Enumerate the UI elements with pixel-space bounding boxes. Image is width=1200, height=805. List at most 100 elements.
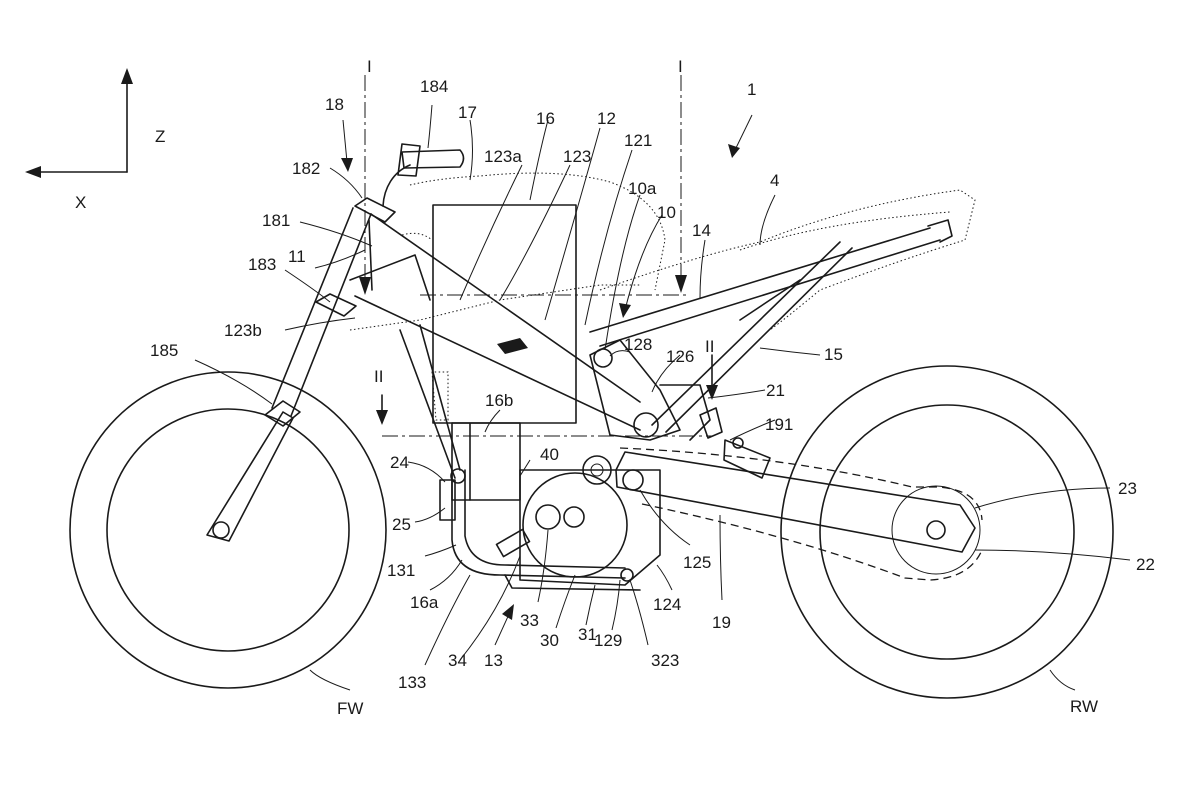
- leader-25: [414, 507, 446, 523]
- down-tube-rear: [419, 324, 461, 471]
- pivot-bolt-upper: [593, 348, 613, 368]
- ref-label-131: 131: [387, 561, 415, 580]
- ref-label-126: 126: [666, 347, 694, 366]
- side-cover-slot: [431, 371, 449, 421]
- ref-label-182: 182: [292, 159, 320, 178]
- seat-4: [599, 189, 976, 331]
- ref-label-123: 123: [563, 147, 591, 166]
- leader-123: [499, 164, 571, 301]
- main-pipe-upper-12: [370, 213, 641, 403]
- rear-sprocket-22: [891, 485, 981, 575]
- ref-label-12: 12: [597, 109, 616, 128]
- leader-124: [656, 564, 673, 591]
- front-tire-outer: [69, 371, 387, 689]
- lower-frame-131: [451, 469, 626, 579]
- ref-label-18: 18: [325, 95, 344, 114]
- down-tube-front: [399, 329, 456, 479]
- ref-label-21: 21: [766, 381, 785, 400]
- cowl-edge-181: [401, 232, 433, 241]
- ref-label-191: 191: [765, 415, 793, 434]
- rear-sub-frame-15: [651, 241, 841, 426]
- section-label-I-right: I: [678, 57, 683, 76]
- x-axis-arrowhead: [25, 166, 41, 178]
- ref-label-40: 40: [540, 445, 559, 464]
- ref-label-4: 4: [770, 171, 779, 190]
- leader-15: [759, 347, 821, 356]
- ref-label-17: 17: [458, 103, 477, 122]
- leader-18: [342, 119, 348, 163]
- front-wheel: [69, 371, 387, 689]
- ref-label-23: 23: [1118, 479, 1137, 498]
- leader-19: [719, 514, 723, 601]
- ref-label-16a: 16a: [410, 593, 439, 612]
- ref-label-10: 10: [657, 203, 676, 222]
- swing-arm: [615, 451, 976, 553]
- leader-1-arrow: [728, 144, 740, 158]
- leader-18-arrow: [341, 158, 353, 172]
- ref-label-121: 121: [624, 131, 652, 150]
- ref-label-128: 128: [624, 335, 652, 354]
- leader-125: [639, 489, 691, 546]
- ref-label-16b: 16b: [485, 391, 513, 410]
- pivot-plate-128: [589, 339, 681, 441]
- ref-label-16: 16: [536, 109, 555, 128]
- section-label-II-right: II: [705, 337, 714, 356]
- head-pipe-11: [368, 219, 373, 291]
- handlebar-grip-184: [401, 149, 465, 169]
- tank-cover-17: [409, 172, 666, 291]
- leader-133: [424, 574, 471, 666]
- leader-17: [469, 119, 473, 181]
- fork-tube-right: [290, 213, 372, 417]
- leader-10: [624, 214, 663, 311]
- leader-16b: [484, 409, 501, 433]
- ref-label-185: 185: [150, 341, 178, 360]
- pivot-bolt-126: [633, 412, 659, 438]
- motor-bolt: [563, 506, 585, 528]
- shock-bolt: [732, 437, 744, 449]
- section-arrow-II-left: [376, 410, 388, 425]
- chain-upper-run: [619, 447, 983, 521]
- top-bridge-182: [354, 197, 396, 223]
- leader-23: [974, 487, 1111, 509]
- ref-label-125: 125: [683, 553, 711, 572]
- bottom-bridge-183: [315, 293, 357, 317]
- section-label-II-left: II: [374, 367, 383, 386]
- rear-tire-outer: [780, 365, 1114, 699]
- leader-191: [729, 419, 776, 441]
- shock-absorber-191: [723, 439, 771, 479]
- leader-323: [629, 579, 649, 646]
- leader-13-arrow: [502, 604, 514, 620]
- drive-chain: [619, 447, 983, 581]
- leader-33: [537, 529, 549, 603]
- leader-12: [544, 127, 601, 321]
- section-label-I-left: I: [367, 57, 372, 76]
- lower-rail-31: [504, 574, 641, 591]
- motor-unit: [439, 455, 661, 591]
- chain-lower-run: [641, 503, 983, 581]
- leader-RW: [1049, 669, 1076, 691]
- handlebar-riser: [382, 164, 411, 207]
- pivot-area: [589, 339, 771, 479]
- ref-label-19: 19: [712, 613, 731, 632]
- leader-22: [974, 549, 1131, 561]
- z-axis-arrowhead: [121, 68, 133, 84]
- ref-label-133: 133: [398, 673, 426, 692]
- mount-bolt-24: [450, 468, 466, 484]
- leader-131: [424, 544, 457, 557]
- lower-frame-133: [464, 469, 626, 569]
- motor-housing-40: [519, 469, 661, 586]
- drive-sprocket-hub: [590, 463, 604, 477]
- leader-128: [609, 350, 631, 357]
- seat-rail-14: [589, 227, 931, 333]
- rear-axle: [926, 520, 946, 540]
- leader-21: [707, 389, 766, 399]
- bracket-21: [659, 384, 711, 441]
- section-lines: [359, 75, 718, 437]
- main-pipe-lower-12: [354, 295, 641, 431]
- section-arrow-I-left: [359, 277, 371, 295]
- rear-sub-frame-15b: [665, 247, 853, 433]
- front-rim: [106, 408, 350, 652]
- leader-FW: [309, 669, 351, 691]
- ref-label-34: 34: [448, 651, 467, 670]
- ref-label-22: 22: [1136, 555, 1155, 574]
